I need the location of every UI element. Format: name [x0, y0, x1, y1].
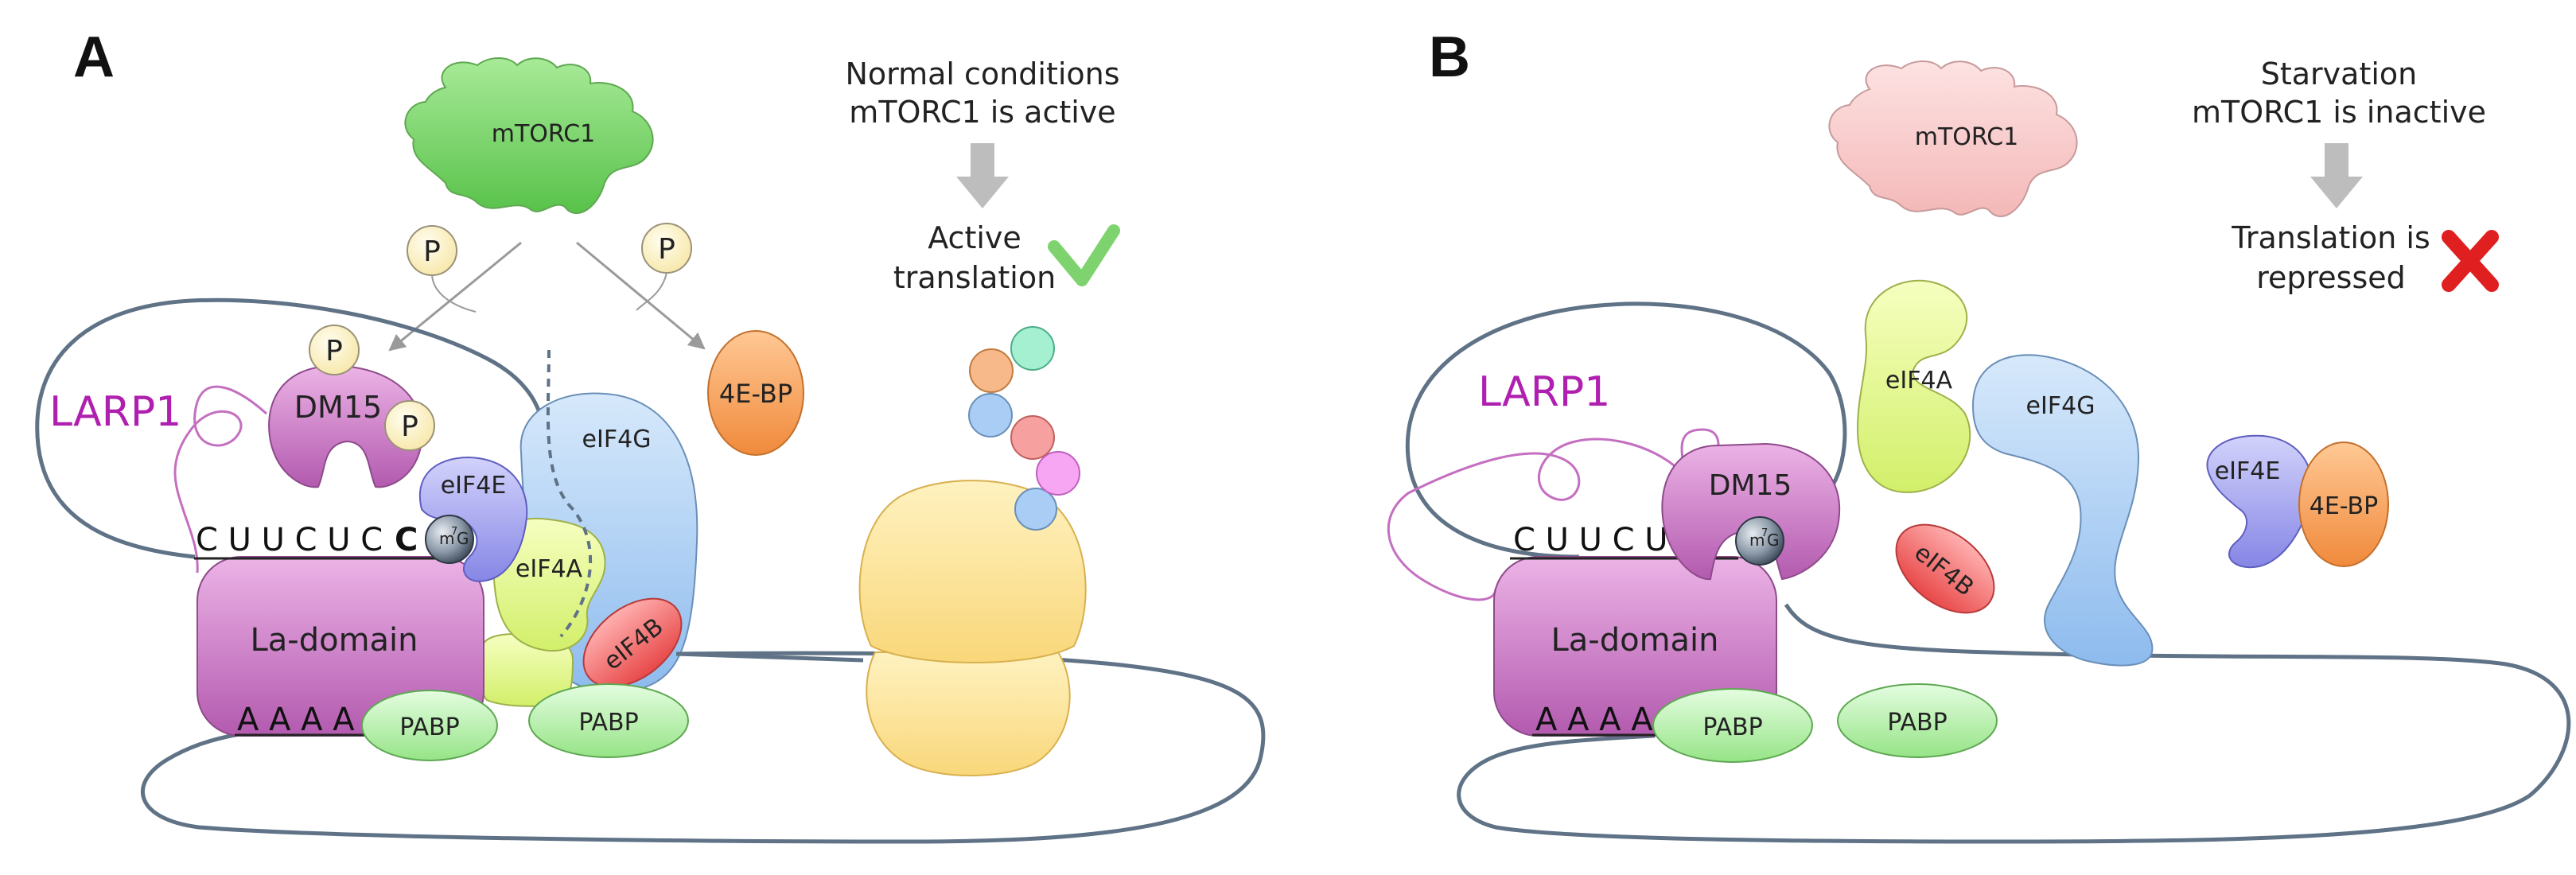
pabp-a-1: PABP — [361, 690, 498, 761]
svg-text:4E-BP: 4E-BP — [719, 379, 792, 409]
4ebp-a: 4E-BP — [707, 330, 804, 456]
pabp-a-2: PABP — [528, 683, 689, 758]
svg-text:m: m — [439, 529, 454, 548]
pabp-b-2: PABP — [1837, 683, 1998, 758]
dm15-b: DM15 — [1661, 442, 1841, 581]
condition-b-line1: Starvation — [2261, 56, 2418, 91]
polya-a: A A A A A — [237, 702, 387, 738]
svg-text:DM15: DM15 — [1709, 469, 1792, 502]
svg-text:eIF4G: eIF4G — [2026, 392, 2095, 420]
svg-text:m: m — [1749, 531, 1765, 550]
condition-a-line2: mTORC1 is active — [849, 95, 1115, 130]
result-b-line1: Translation is — [2231, 220, 2430, 255]
mrna-a-tail — [141, 651, 1266, 844]
eif4a-a — [490, 517, 606, 652]
svg-text:PABP: PABP — [1702, 714, 1762, 741]
eif4g-a-label: eIF4G — [582, 426, 652, 453]
svg-text:La-domain: La-domain — [1551, 622, 1718, 659]
svg-text:G: G — [1767, 531, 1780, 550]
svg-text:PABP: PABP — [399, 714, 459, 741]
svg-text:eIF4E: eIF4E — [2215, 457, 2281, 485]
result-a-line2: translation — [893, 260, 1056, 295]
mtorc1-active-label: mTORC1 — [492, 120, 596, 148]
pabp-b-1: PABP — [1652, 688, 1813, 763]
cap-b: m 7 G — [1735, 516, 1784, 566]
svg-text:eIF4A: eIF4A — [1885, 367, 1953, 395]
result-a-line1: Active — [928, 220, 1021, 255]
svg-text:P: P — [658, 233, 675, 266]
svg-text:DM15: DM15 — [294, 390, 382, 425]
mtorc1-active: mTORC1 — [404, 57, 654, 215]
check-icon — [1048, 224, 1120, 286]
svg-text:P: P — [325, 335, 343, 368]
arrow-to-dm15 — [388, 241, 522, 352]
mtorc1-inactive-shape — [1828, 60, 2078, 218]
mrna-b — [1405, 301, 1847, 559]
down-arrow-a — [956, 143, 1009, 208]
svg-text:eIF4E: eIF4E — [441, 472, 507, 500]
mtorc1-inactive-label: mTORC1 — [1915, 123, 2019, 151]
top-last-c-a: C — [395, 522, 418, 558]
down-arrow-b — [2310, 143, 2363, 208]
svg-text:La-domain: La-domain — [250, 622, 418, 659]
svg-text:PABP: PABP — [578, 709, 638, 737]
4ebp-b: 4E-BP — [2298, 441, 2389, 567]
eif4e-a: eIF4E — [418, 456, 528, 582]
larp1-a-label: LARP1 — [49, 388, 181, 436]
ribosome-a — [858, 480, 1087, 776]
eif4b-a: eIF4B — [582, 597, 683, 688]
phospho-dm15-side: P — [384, 400, 435, 451]
eif4b-b: eIF4B — [1895, 523, 1995, 614]
larp1-b-linker — [1387, 438, 1688, 601]
arrow-to-4ebp — [576, 241, 706, 350]
condition-b-line2: mTORC1 is inactive — [2192, 95, 2486, 130]
cap-a: m 7 G — [425, 515, 474, 564]
phospho-dm15-top: P — [309, 325, 360, 375]
phospho-left: P — [407, 225, 477, 313]
top-sequence-a: C U U C U C — [196, 522, 383, 558]
panel-b-letter: B — [1429, 25, 1470, 89]
eif4g-b: eIF4G — [1971, 354, 2154, 667]
panel-b: B mTORC1 Starvation mTORC1 is inactive T… — [1387, 25, 2571, 844]
svg-text:G: G — [457, 529, 469, 548]
svg-text:7: 7 — [1761, 527, 1768, 539]
condition-a-line1: Normal conditions — [845, 56, 1119, 91]
mtorc1-active-shape — [404, 57, 654, 215]
svg-text:P: P — [423, 235, 441, 268]
cross-icon — [2442, 230, 2499, 292]
eif4a-b: eIF4A — [1856, 279, 1971, 493]
result-b-line2: repressed — [2256, 260, 2406, 295]
panel-a-letter: A — [73, 25, 115, 89]
mrna-a-coding — [675, 651, 864, 663]
svg-text:P: P — [401, 410, 418, 443]
mrna-a-dashed — [546, 349, 592, 638]
phospho-right: P — [636, 223, 692, 311]
peptide-chain — [968, 326, 1080, 531]
svg-text:7: 7 — [451, 526, 457, 538]
svg-text:PABP: PABP — [1887, 709, 1947, 737]
eif4a-a-label: eIF4A — [516, 555, 583, 583]
panel-a: A mTORC1 P P 4E-BP LARP1 — [35, 25, 1266, 844]
svg-text:4E-BP: 4E-BP — [2309, 492, 2378, 520]
larp1-b-label: LARP1 — [1478, 368, 1610, 416]
mtorc1-inactive: mTORC1 — [1828, 60, 2078, 218]
larp1-a-linker — [173, 385, 267, 574]
eif4e-b: eIF4E — [2206, 434, 2313, 569]
